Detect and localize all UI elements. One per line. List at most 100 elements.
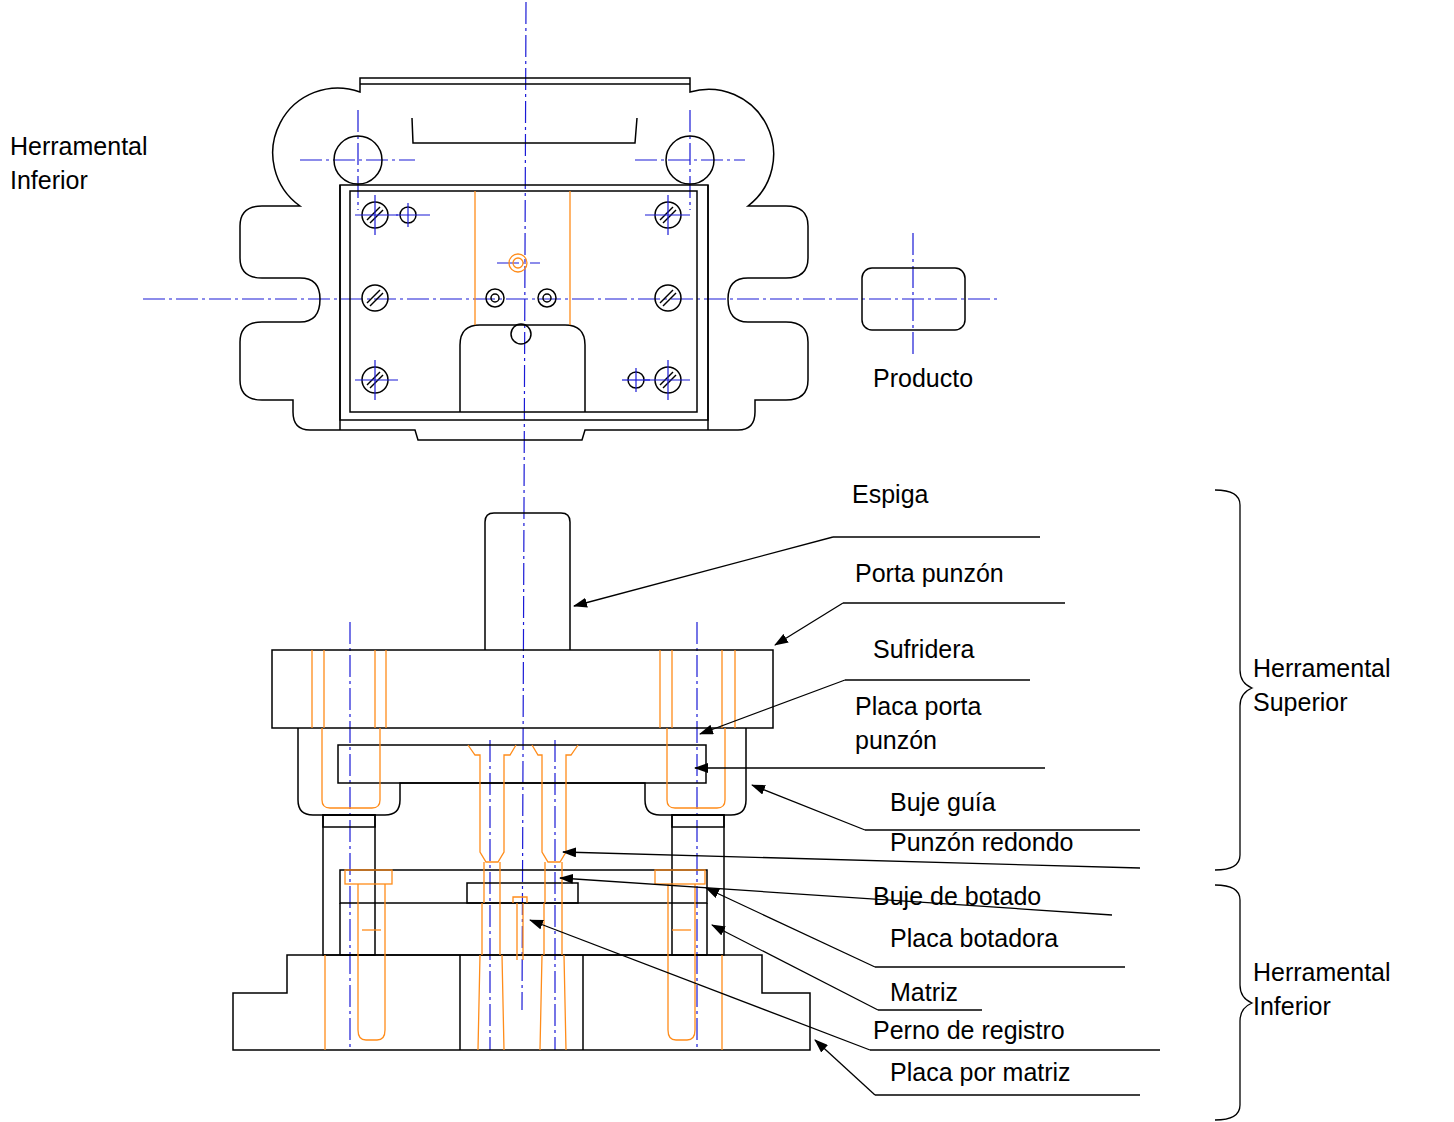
- leader-line: [875, 966, 1125, 967]
- brace: [1215, 490, 1252, 870]
- centerline: [912, 233, 913, 358]
- front-view-orange: [671, 650, 672, 728]
- screw-symbol: [660, 372, 673, 385]
- leader-line: [706, 888, 875, 967]
- top-view: [412, 118, 637, 143]
- top-view: [360, 83, 690, 85]
- front-view-orange: [544, 862, 545, 903]
- front-view: [706, 903, 708, 955]
- screw-symbol: [362, 285, 388, 311]
- top-view-orange: [509, 254, 527, 272]
- centerline: [489, 740, 490, 1050]
- front-view-orange: [721, 650, 722, 728]
- top-view-crosses: [355, 195, 690, 400]
- front-view: [272, 650, 773, 728]
- front-view-orange: [672, 929, 691, 930]
- leader-line: [845, 679, 1030, 680]
- top-view-crosses: [355, 379, 398, 380]
- front-view-orange: [721, 955, 722, 1050]
- front-view-orange: [311, 650, 312, 728]
- centerline: [696, 622, 697, 1050]
- part-label: Punzón redondo: [890, 826, 1073, 860]
- leader-line: [843, 602, 1065, 603]
- screw-symbol: [367, 372, 380, 385]
- screw-symbol: [663, 375, 676, 388]
- top-view-crosses: [374, 195, 375, 235]
- front-view-orange: [655, 870, 705, 884]
- front-view: [459, 955, 461, 1050]
- part-label: Buje guía: [890, 786, 996, 820]
- front-view: [485, 513, 570, 650]
- top-view-crosses: [407, 203, 408, 227]
- top-view-crosses: [374, 360, 375, 400]
- front-view-orange: [668, 884, 695, 1040]
- brace: [1215, 490, 1252, 1120]
- part-label: Placa por matriz: [890, 1056, 1071, 1090]
- part-label: Placa porta punzón: [855, 690, 1035, 758]
- front-view: [323, 815, 375, 955]
- front-view-orange: [483, 862, 484, 903]
- screw-symbol: [660, 207, 673, 220]
- top-view-crosses: [635, 368, 636, 392]
- front-view-orange: [734, 650, 735, 728]
- part-label: Producto: [873, 362, 973, 396]
- front-view: [340, 870, 707, 903]
- front-view-orange: [362, 929, 381, 930]
- top-view: [543, 294, 551, 302]
- leader-line: [574, 537, 833, 606]
- leader-line: [833, 536, 1040, 537]
- front-view: [233, 513, 810, 1050]
- part-label: Herramental Inferior: [1253, 956, 1448, 1024]
- part-label: Buje de botado: [873, 880, 1041, 914]
- leader-line: [815, 1040, 875, 1095]
- part-label: Matriz: [890, 976, 958, 1010]
- top-view: [862, 268, 965, 330]
- front-view-orange: [513, 897, 527, 960]
- front-view: [338, 745, 706, 783]
- front-view-orange: [324, 955, 325, 1050]
- leader-line: [875, 1094, 1140, 1095]
- top-view-crosses: [667, 195, 668, 235]
- screw-symbol: [660, 290, 673, 303]
- centerline: [689, 110, 690, 210]
- front-view: [323, 815, 375, 827]
- front-view: [339, 903, 341, 955]
- part-label: Herramental Inferior: [10, 130, 180, 198]
- screw-symbol: [663, 210, 676, 223]
- brace: [1215, 885, 1252, 1120]
- top-view: [491, 294, 499, 302]
- leader-line: [695, 767, 1045, 768]
- centerline: [497, 262, 540, 263]
- leader-line: [530, 537, 1160, 1095]
- leader-line: [775, 603, 843, 645]
- centerline: [522, 2, 526, 1010]
- front-view-orange: [345, 870, 392, 884]
- top-view: [538, 289, 556, 307]
- centerline: [143, 2, 1000, 1050]
- front-view-orange: [561, 862, 562, 903]
- top-view: [345, 430, 703, 440]
- leader-line: [560, 878, 1112, 915]
- front-view-orange: [659, 650, 660, 728]
- top-view: [666, 136, 714, 184]
- leader-line: [530, 920, 870, 1050]
- top-view-orange: [475, 191, 570, 325]
- top-view-orange: [569, 191, 570, 325]
- top-view: [486, 289, 504, 307]
- centerline: [357, 110, 358, 210]
- front-view: [672, 815, 724, 955]
- front-view: [298, 728, 746, 815]
- top-view: [334, 136, 382, 184]
- front-view-orange: [532, 745, 578, 862]
- centerline: [143, 298, 1000, 299]
- front-view-orange: [374, 650, 375, 728]
- leader-line: [712, 925, 878, 1010]
- front-view-orange: [322, 728, 380, 808]
- part-label: Perno de registro: [873, 1014, 1065, 1048]
- front-view: [582, 955, 584, 1050]
- top-view-crosses: [667, 360, 668, 400]
- top-view-crosses: [396, 214, 430, 215]
- front-view-orange: [482, 903, 562, 955]
- top-view-orange: [474, 191, 475, 325]
- front-view-orange: [323, 650, 324, 728]
